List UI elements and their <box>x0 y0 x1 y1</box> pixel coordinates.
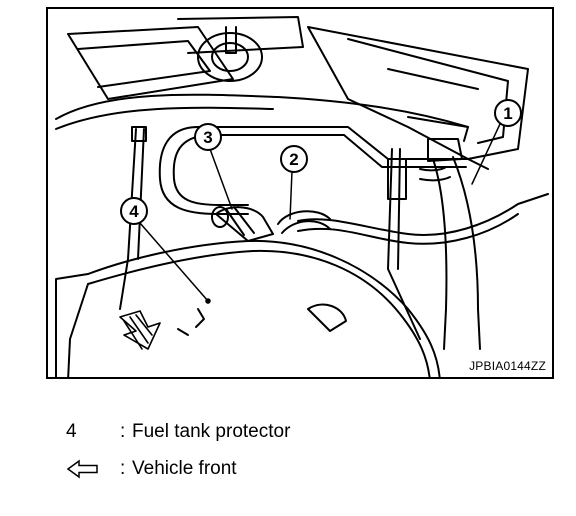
callout-1: 1 <box>494 99 522 127</box>
svg-text:4: 4 <box>129 202 139 221</box>
callout-3: 3 <box>194 123 222 151</box>
legend-item-fuel-tank-protector: 4 : Fuel tank protector <box>66 419 290 445</box>
round-plug <box>197 26 263 82</box>
fuel-tank-illustration: 1 2 3 4 <box>55 16 549 377</box>
legend-text: Fuel tank protector <box>132 421 291 442</box>
callout-2: 2 <box>280 145 308 173</box>
brackets <box>119 126 421 340</box>
fuel-tank-protector <box>55 239 441 377</box>
callout-4: 4 <box>120 197 148 225</box>
figure-code: JPBIA0144ZZ <box>469 359 546 373</box>
hose-2 <box>277 210 331 234</box>
legend-separator: : <box>120 458 126 479</box>
legend-item-vehicle-front: : Vehicle front <box>66 456 237 482</box>
filler-hose-1 <box>407 116 481 350</box>
svg-text:1: 1 <box>503 104 512 123</box>
legend-separator: : <box>120 421 126 442</box>
svg-text:3: 3 <box>203 128 212 147</box>
legend-text: Vehicle front <box>132 458 237 479</box>
hose-3 <box>211 206 274 242</box>
legend-key-number: 4 <box>66 421 77 442</box>
leader-lines <box>139 123 501 304</box>
underbody-panels <box>55 16 529 160</box>
diagram-frame: 1 2 3 4 JPBIA0144ZZ <box>46 7 554 379</box>
vehicle-front-arrow-icon <box>119 310 161 350</box>
hollow-left-arrow-icon <box>66 458 120 480</box>
svg-text:2: 2 <box>289 150 298 169</box>
